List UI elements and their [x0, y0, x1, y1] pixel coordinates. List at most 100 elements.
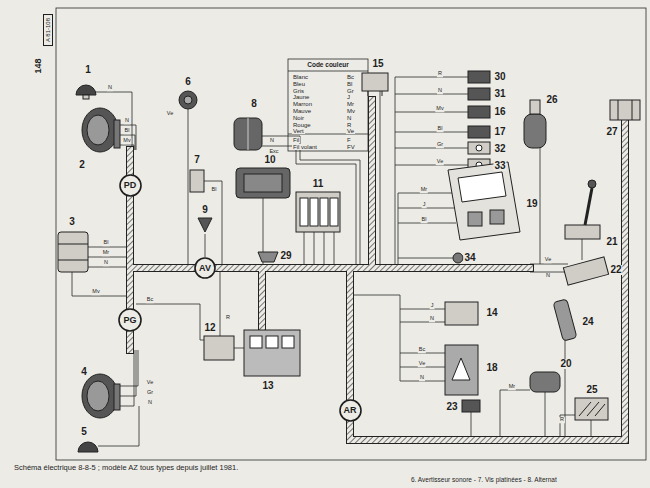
wire [88, 247, 126, 248]
callout-number: 26 [545, 95, 558, 105]
wire-color-code: R [437, 71, 443, 77]
callout-number: 12 [203, 323, 216, 333]
legend-cell: Code couleur [306, 62, 350, 69]
wire [395, 112, 468, 113]
connector-code: PD [124, 181, 137, 190]
component [114, 384, 120, 410]
wire-color-code: R [225, 315, 231, 321]
component [234, 118, 262, 150]
harness-band [368, 100, 376, 268]
component [190, 170, 204, 192]
component [204, 336, 234, 360]
harness-hatching [259, 268, 265, 330]
legend-cell: Bleu [292, 81, 306, 87]
component [82, 374, 118, 418]
wire [582, 239, 583, 260]
connector-outline [340, 400, 361, 421]
wire-color-code: Mr [102, 250, 110, 256]
callout-number: 3 [68, 217, 76, 227]
wire-color-code: Mv [91, 289, 100, 295]
callout-number: 17 [493, 127, 506, 137]
wire [72, 272, 126, 296]
component [114, 120, 120, 148]
callout-number: 7 [193, 155, 201, 165]
callout-number: 23 [445, 402, 458, 412]
wire-color-code: N [419, 375, 425, 381]
wire [398, 193, 399, 264]
callout-number: 14 [485, 308, 498, 318]
legend-cell: Fil volant [292, 144, 318, 150]
component [445, 345, 478, 395]
wire-color-code: Bl [421, 217, 428, 223]
component [296, 192, 340, 232]
legend-cell: Mr [346, 101, 355, 107]
wire-color-code: Mv [122, 138, 131, 144]
callout-number: 24 [581, 317, 594, 327]
component [476, 145, 482, 151]
component [282, 336, 294, 348]
connector-circle: AR [339, 399, 362, 422]
connector-circle: AV [194, 257, 216, 279]
wire [395, 77, 468, 78]
legend-table [288, 71, 368, 72]
component [632, 100, 633, 120]
component [58, 244, 88, 245]
legend-cell: Bc [346, 74, 355, 80]
component [76, 85, 96, 95]
callout-number: 11 [312, 179, 325, 189]
wire-color-code: Ve [544, 257, 552, 263]
component [330, 198, 338, 226]
component [452, 358, 470, 380]
component [453, 253, 463, 263]
legend-table [288, 59, 368, 151]
wire [262, 136, 360, 264]
legend-cell: Marron [292, 101, 313, 107]
component [248, 118, 249, 150]
harness-band [258, 268, 266, 330]
wire-color-code: N [124, 118, 130, 124]
component [468, 142, 490, 154]
harness-hatching [130, 100, 625, 440]
component [445, 302, 478, 325]
component [563, 257, 608, 285]
wire-color-code: N [103, 260, 109, 266]
wire-color-code: Mr [420, 187, 428, 193]
wire-color-code: N [107, 85, 113, 91]
page-number: 148 [34, 57, 43, 74]
wire-color-code: N [269, 138, 275, 144]
callout-number: 5 [80, 427, 88, 437]
component [524, 114, 546, 148]
callout-number: 16 [493, 107, 506, 117]
wire [400, 309, 445, 310]
wire-color-code: J [430, 303, 435, 309]
page-frame [56, 8, 646, 460]
callout-number: 20 [559, 359, 572, 369]
legend-cell: Noir [292, 115, 305, 121]
component [266, 336, 278, 348]
legend-cell: Gr [346, 88, 355, 94]
component [588, 180, 596, 188]
component [575, 398, 608, 420]
wire-color-code: N [429, 316, 435, 322]
page-frame [56, 8, 646, 460]
legend-cell: Gris [292, 88, 305, 94]
legend-cell: Vert [292, 128, 305, 134]
wire [380, 91, 381, 264]
component [362, 73, 388, 91]
component [250, 336, 262, 348]
wire-color-code: Ve [166, 111, 174, 117]
wire [395, 165, 468, 166]
component [58, 232, 88, 272]
component [179, 91, 197, 109]
connector-code: AV [199, 264, 211, 273]
wire-color-code: N [147, 400, 153, 406]
wire [314, 232, 315, 264]
wire [398, 258, 453, 259]
callout-number: 19 [525, 199, 538, 209]
connector-code: PG [123, 316, 136, 325]
callout-number: 4 [80, 367, 88, 377]
reference-code: A 81-108 [43, 14, 53, 46]
wire [395, 77, 396, 264]
component [610, 100, 640, 120]
wire [354, 295, 400, 381]
